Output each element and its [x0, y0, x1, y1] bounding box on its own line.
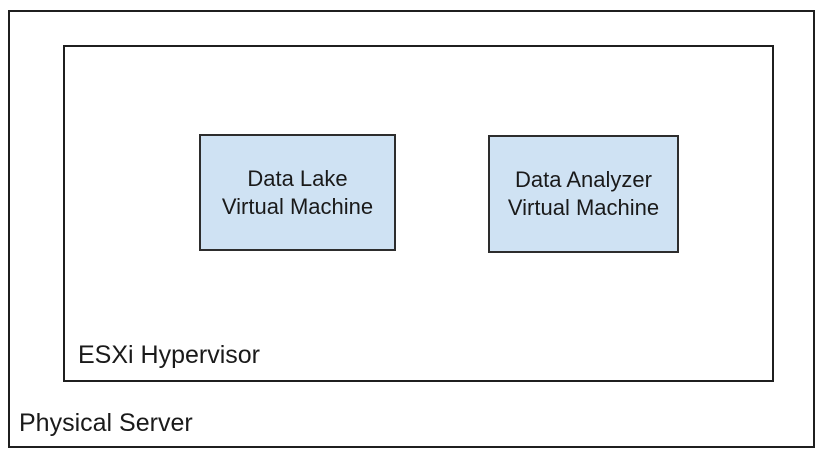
data-analyzer-vm-label-line1: Data Analyzer	[515, 167, 652, 192]
data-analyzer-vm-box: Data Analyzer Virtual Machine	[488, 135, 679, 253]
data-analyzer-vm-label-line2: Virtual Machine	[507, 195, 660, 220]
physical-server-box: Data Lake Virtual Machine Data Analyzer …	[8, 10, 815, 448]
data-lake-vm-label-line2: Virtual Machine	[221, 193, 374, 219]
physical-server-label: Physical Server	[19, 409, 193, 437]
esxi-hypervisor-label: ESXi Hypervisor	[78, 341, 260, 369]
data-lake-vm-label-line1: Data Lake	[247, 165, 348, 191]
data-lake-vm-box: Data Lake Virtual Machine	[199, 134, 396, 251]
esxi-hypervisor-box: Data Lake Virtual Machine Data Analyzer …	[63, 45, 774, 382]
